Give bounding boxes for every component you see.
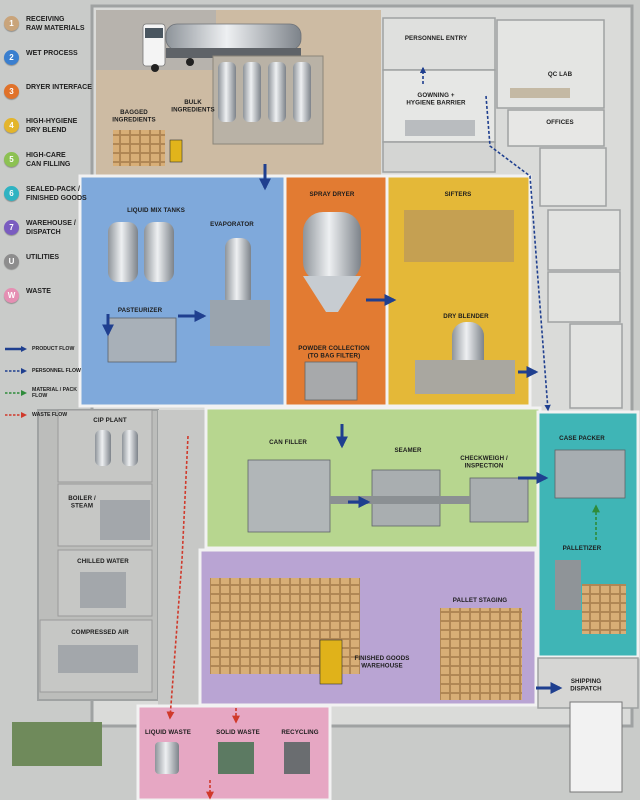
legend-zone-item: W WASTE <box>4 288 114 312</box>
legend-zone-item: 1 RECEIVING RAW MATERIALS <box>4 16 114 40</box>
legend-zone-label: HIGH-HYGIENE DRY BLEND <box>26 118 78 134</box>
legend-flow-label: PRODUCT FLOW <box>32 346 75 352</box>
legend-zone-badge: 7 <box>4 220 19 235</box>
label-cip-plant: CIP PLANT <box>93 417 127 424</box>
legend-flow-item: PERSONNEL FLOW <box>4 360 114 382</box>
label-personnel-entry: PERSONNEL ENTRY <box>405 35 468 42</box>
legend-flow-label: WASTE FLOW <box>32 412 68 418</box>
legend-zone-label: WASTE <box>26 288 51 295</box>
zone-legend: 1 RECEIVING RAW MATERIALS 2 WET PROCESS 3 DRY… <box>4 6 114 322</box>
waste-flow-arrows <box>166 435 240 800</box>
label-checkweigh: CHECKWEIGH /INSPECTION <box>460 455 508 470</box>
legend-zone-label: RECEIVING RAW MATERIALS <box>26 16 85 32</box>
label-powder-collection: POWDER COLLECTION(TO BAG FILTER) <box>298 345 370 360</box>
legend-zone-label: DRYER INTERFACE <box>26 84 92 91</box>
zone-utilities <box>37 409 159 701</box>
label-liquid-waste: LIQUID WASTE <box>145 729 191 736</box>
legend-zone-badge: W <box>4 288 19 303</box>
zone-personnel <box>382 17 496 173</box>
legend-zone-badge: 5 <box>4 152 19 167</box>
legend-zone-badge: 6 <box>4 186 19 201</box>
legend-zone-item: 5 HIGH-CARE CAN FILLING <box>4 152 114 176</box>
tanker-truck <box>142 23 302 72</box>
label-seamer: SEAMER <box>394 447 422 454</box>
legend-zone-label: WET PROCESS <box>26 50 78 57</box>
label-offices: OFFICES <box>546 119 574 126</box>
bulk-silos <box>212 55 324 145</box>
landscaping <box>12 722 102 766</box>
legend-flow-arrow <box>5 346 27 352</box>
label-compressed-air: COMPRESSED AIR <box>71 629 129 636</box>
label-liquid-mix-tanks: LIQUID MIX TANKS <box>127 207 185 214</box>
legend-zone-badge: 1 <box>4 16 19 31</box>
legend-flow-label: PERSONNEL FLOW <box>32 368 81 374</box>
personnel-flow-arrows <box>419 66 551 412</box>
legend-zone-badge: 2 <box>4 50 19 65</box>
legend-flow-item: PRODUCT FLOW <box>4 338 114 360</box>
legend-zone-badge: 3 <box>4 84 19 99</box>
label-gowning: GOWNING +HYGIENE BARRIER <box>406 92 466 107</box>
legend-zone-badge: U <box>4 254 19 269</box>
legend-zone-label: HIGH-CARE CAN FILLING <box>26 152 71 168</box>
legend-zone-item: 3 DRYER INTERFACE <box>4 84 114 108</box>
flow-legend: PRODUCT FLOW PERSONNEL FLOW MATERIAL / PAC… <box>4 338 114 426</box>
zone-sealed-pack <box>536 410 640 659</box>
legend-zone-item: U UTILITIES <box>4 254 114 278</box>
label-dry-blender: DRY BLENDER <box>443 313 489 320</box>
label-case-packer: CASE PACKER <box>559 435 605 442</box>
legend-flow-arrow <box>5 390 27 396</box>
zone-warehouse <box>198 548 538 707</box>
waste-corridor <box>158 410 206 710</box>
product-flow-arrows <box>102 164 563 694</box>
legend-zone-label: WAREHOUSE / DISPATCH <box>26 220 76 236</box>
label-qc-lab: QC LAB <box>548 71 573 78</box>
zone-qc-offices <box>496 19 623 409</box>
legend-zone-item: 7 WAREHOUSE / DISPATCH <box>4 220 114 244</box>
zone-dry-blend <box>385 174 532 408</box>
legend-zone-item: 6 SEALED-PACK / FINISHED GOODS <box>4 186 114 210</box>
legend-zone-badge: 4 <box>4 118 19 133</box>
legend-flow-arrow <box>5 412 27 418</box>
zone-waste <box>136 704 332 800</box>
label-spray-dryer: SPRAY DRYER <box>310 191 355 198</box>
legend-flow-item: MATERIAL / PACK FLOW <box>4 382 114 404</box>
label-can-filler: CAN FILLER <box>269 439 307 446</box>
label-solid-waste: SOLID WASTE <box>216 729 260 736</box>
label-evaporator: EVAPORATOR <box>210 221 254 228</box>
label-pallet-staging: PALLET STAGING <box>453 597 508 604</box>
label-pasteurizer: PASTEURIZER <box>118 307 163 314</box>
zone-dryer <box>283 174 389 408</box>
legend-zone-label: SEALED-PACK / FINISHED GOODS <box>26 186 87 202</box>
label-palletizer: PALLETIZER <box>563 545 602 552</box>
zone-can-filling <box>204 406 542 550</box>
label-sifters: SIFTERS <box>445 191 472 198</box>
legend-flow-label: MATERIAL / PACK FLOW <box>32 387 77 399</box>
bagged-pallets <box>113 130 183 166</box>
label-chilled-water: CHILLED WATER <box>77 558 129 565</box>
label-recycling: RECYCLING <box>281 729 318 736</box>
legend-zone-label: UTILITIES <box>26 254 60 261</box>
legend-zone-item: 4 HIGH-HYGIENE DRY BLEND <box>4 118 114 142</box>
legend-flow-item: WASTE FLOW <box>4 404 114 426</box>
legend-flow-arrow <box>5 368 27 374</box>
label-boiler: BOILER /STEAM <box>68 495 96 510</box>
legend-zone-item: 2 WET PROCESS <box>4 50 114 74</box>
zone-wet-process <box>78 174 287 408</box>
zone-shipping <box>537 657 639 793</box>
